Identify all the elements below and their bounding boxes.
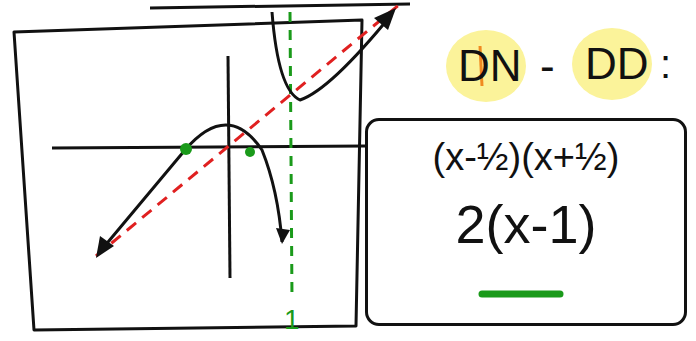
- arrowhead: [276, 228, 290, 244]
- axis-value: 1: [284, 306, 300, 334]
- expression-box: (x-½)(x+½) 2(x-1): [365, 118, 687, 326]
- note-text: DD: [585, 42, 649, 86]
- highlight: [446, 30, 526, 102]
- curve-left: [98, 125, 282, 254]
- denominator: 2(x-1): [368, 195, 684, 254]
- y-axis: [228, 56, 230, 278]
- graph-frame: [14, 20, 362, 330]
- slant-asymptote: [96, 4, 400, 256]
- note-text: :: [660, 44, 671, 84]
- arrowhead: [96, 236, 114, 258]
- note-text: DN: [458, 44, 522, 88]
- intercept-dot: [245, 147, 255, 157]
- highlight: [572, 28, 652, 100]
- curve-right: [272, 12, 392, 100]
- top-stroke: [150, 4, 410, 8]
- numerator: (x-½)(x+½): [368, 137, 684, 179]
- note-text: -: [540, 44, 555, 88]
- x-axis: [52, 146, 366, 148]
- vertical-asymptote: [290, 12, 292, 300]
- underline: [482, 291, 560, 298]
- intercept-dot: [180, 143, 192, 155]
- arrowhead: [374, 8, 396, 30]
